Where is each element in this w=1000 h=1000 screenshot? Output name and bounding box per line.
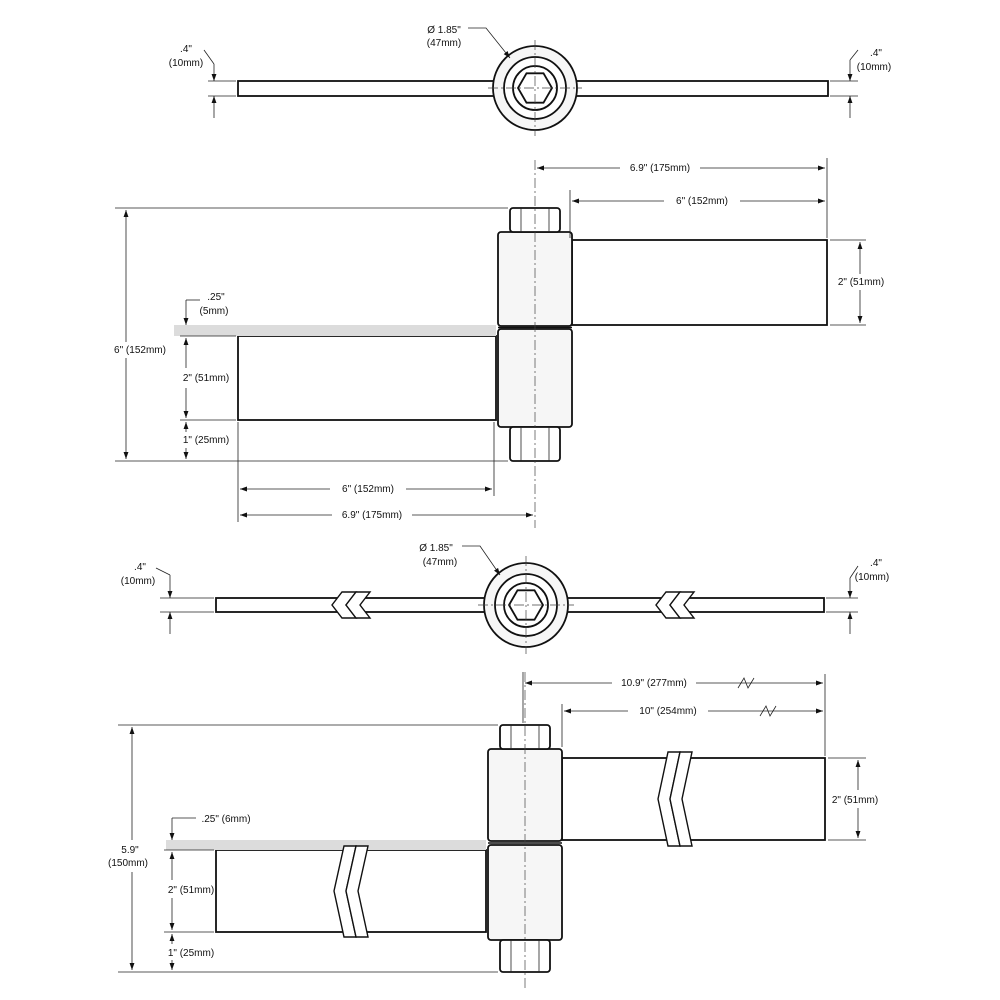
- view4-break-left-2: [345, 845, 369, 938]
- view3-thick-left-label: .4": [134, 562, 146, 573]
- view1-dim-right-leader: [849, 49, 859, 61]
- view4-dim-leaf-right-mask: [628, 704, 708, 717]
- view2-overall-height-label: 6" (152mm): [114, 345, 166, 356]
- view4-offset-gap: [166, 840, 486, 850]
- view3-diameter-leader: [462, 545, 501, 576]
- view1-top-view: Ø 1.85" (47mm) .4" (10mm) .4" (10mm): [169, 25, 891, 136]
- view3-break-left-2: [345, 591, 372, 619]
- view4-break-right-2: [669, 751, 693, 847]
- view4-leaf-height-left-label: 2" (51mm): [168, 885, 214, 896]
- view3-thick-right-label: .4": [870, 558, 882, 569]
- view2-leaf-right: [571, 239, 828, 326]
- view2-overall-left-label: 6.9" (175mm): [342, 510, 402, 521]
- view1-thick-right-label: .4": [870, 48, 882, 59]
- view4-front-view: 10.9" (277mm) 10" (254mm) 2" (51mm) 5.9"…: [108, 672, 878, 990]
- view3-thick-right-mm-label: (10mm): [855, 572, 889, 583]
- view3-thick-left-mm-label: (10mm): [121, 576, 155, 587]
- view4-leaf-height-right-label: 2" (51mm): [832, 795, 878, 806]
- view1-diameter-label: Ø 1.85": [427, 25, 461, 36]
- view3-break-right-2: [669, 591, 696, 619]
- view3-dim-right-leader: [849, 565, 859, 579]
- view3-diameter-mm-label: (47mm): [423, 557, 457, 568]
- view4-dim-overall-break: [737, 677, 755, 689]
- view2-leaf-height-left-label: 2" (51mm): [183, 373, 229, 384]
- view2-overall-right-label: 6.9" (175mm): [630, 163, 690, 174]
- view4-dim-leaf-break: [759, 705, 777, 717]
- view2-offset-mm-label: (5mm): [200, 306, 229, 317]
- view4-leaf-right: [561, 757, 826, 841]
- view2-dim-leaf-right-mask: [664, 194, 740, 207]
- view1-thick-left-label: .4": [180, 44, 192, 55]
- view4-leaf-right-label: 10" (254mm): [639, 706, 696, 717]
- view2-leaf-height-right-label: 2" (51mm): [838, 277, 884, 288]
- view4-bottom-label: 1" (25mm): [168, 948, 214, 959]
- view2-offset-gap: [174, 325, 496, 336]
- view3-dim-left-leader: [155, 567, 171, 576]
- view4-offset-label: .25" (6mm): [201, 814, 250, 825]
- view2-bottom-label: 1" (25mm): [183, 435, 229, 446]
- view1-diameter-leader: [468, 27, 511, 59]
- view4-overall-right-label: 10.9" (277mm): [621, 678, 687, 689]
- view2-leaf-right-label: 6" (152mm): [676, 196, 728, 207]
- view3-diameter-label: Ø 1.85": [419, 543, 453, 554]
- view1-dim-left-leader: [203, 49, 215, 65]
- view3-top-view: Ø 1.85" (47mm) .4" (10mm) .4" (10mm): [121, 543, 889, 654]
- view2-dim-leaf-left-mask: [330, 482, 406, 495]
- view2-leaf-left: [237, 335, 497, 421]
- view2-front-view: 6.9" (175mm) 6" (152mm) 2" (51mm) 6" (15…: [114, 158, 884, 528]
- view1-diameter-mm-label: (47mm): [427, 38, 461, 49]
- view4-dim-overall-right-mask: [612, 676, 696, 689]
- view2-dim-overall-right-mask: [620, 161, 700, 174]
- view4-overall-height-mm-label: (150mm): [108, 858, 148, 869]
- view1-thick-right-mm-label: (10mm): [857, 62, 891, 73]
- view2-leaf-left-label: 6" (152mm): [342, 484, 394, 495]
- view2-dim-overall-left-mask: [332, 508, 412, 521]
- view4-overall-height-label: 5.9": [121, 845, 139, 856]
- view1-hex-socket-icon: [516, 72, 554, 104]
- view1-thick-left-mm-label: (10mm): [169, 58, 203, 69]
- view2-offset-label: .25": [207, 292, 225, 303]
